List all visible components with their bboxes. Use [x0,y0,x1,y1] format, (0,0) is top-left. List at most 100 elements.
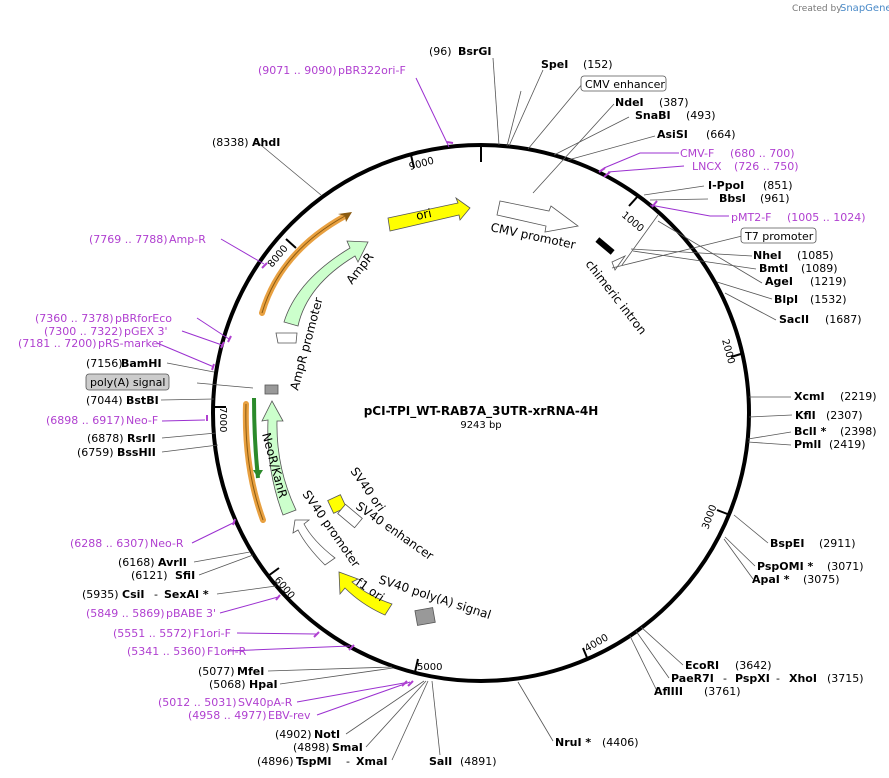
bamhi-name: BamHI [121,357,162,370]
tick-3000: 3000 [700,503,719,531]
polya-signal-label: poly(A) signal [90,376,165,389]
amp-r-range: (7769 .. 7788) [89,233,168,246]
ori-arrow [387,196,471,232]
bmti-pos: (1089) [801,262,838,275]
snabi-name: SnaBI [635,109,671,122]
created-by-text: Created by [792,4,842,14]
sacii-name: SacII [779,313,809,326]
noti-pos: (4902) [275,728,312,741]
bcli-name: BclI * [794,425,827,438]
pbrforeco-range: (7360 .. 7378) [35,312,114,325]
mfei-pos: (5077) [198,665,235,678]
spei-name: SpeI [541,58,568,71]
neo-r-range: (6288 .. 6307) [70,537,149,550]
ndei-pos: (387) [659,96,689,109]
bamhi-pos: (7156) [86,357,123,370]
f1ori-r-range: (5341 .. 5360) [127,645,206,658]
amp-orange-core [261,215,346,314]
intron-block [595,237,615,255]
neo-green-arrowhead [253,470,263,478]
bstbi-pos: (7044) [86,394,123,407]
spei-pos: (152) [583,58,613,71]
lncx-name: LNCX [692,160,722,173]
ebv-rev-name: EBV-rev [268,709,311,722]
ecori-name: EcoRI [685,659,719,672]
tick-marks [213,145,745,673]
apai-name: ApaI * [752,573,790,586]
ecori-pos: (3642) [735,659,772,672]
hpai-name: HpaI [249,678,278,691]
tspmi-name: TspMI [296,755,332,768]
bbsi-name: BbsI [719,192,746,205]
blpi-pos: (1532) [810,293,847,306]
paer7i-pos: (3715) [827,672,864,685]
site-leader-lines [160,57,793,761]
cmv-enhancer-label: CMV enhancer [585,78,665,91]
bsrgi-pos: (96) [429,45,452,58]
pbabe3-range: (5849 .. 5869) [86,607,165,620]
apai-pos: (3075) [803,573,840,586]
csii-sep: - [154,588,158,601]
sv40pa-r-range: (5012 .. 5031) [158,696,237,709]
bsshii-pos: (6759) [77,446,114,459]
cmv-promoter-arrow [496,200,579,233]
bspei-pos: (2911) [819,537,856,550]
pbr322ori-f-name: pBR322ori-F [338,64,406,77]
paer7i-sep1: - [723,672,727,685]
plasmid-name: pCI-TPI_WT-RAB7A_3UTR-xrRNA-4H [364,404,599,419]
primer-leader-lines [156,77,729,716]
xcmi-pos: (2219) [840,390,877,403]
ippoi-name: I-PpoI [708,179,744,192]
paer7i-name: PaeR7I [671,672,714,685]
t7-promoter-label: T7 promoter [744,230,814,243]
lncx-range: (726 .. 750) [734,160,799,173]
sexai-name: SexAI * [164,588,209,601]
bbsi-pos: (961) [760,192,790,205]
smai-pos: (4898) [293,741,330,754]
plasmid-size: 9243 bp [460,420,501,431]
avrii-pos: (6168) [118,556,155,569]
cmv-f-range: (680 .. 700) [730,147,795,160]
prs-marker-name: pRS-marker [98,337,163,350]
snapgene-logo: SnapGene [840,3,889,14]
afliii-pos: (3761) [704,685,741,698]
f1ori-f-name: F1ori-F [193,627,231,640]
sv40-polya-block [414,607,436,626]
cmv-enhancer-box [580,75,667,92]
neo-f-range: (6898 .. 6917) [46,414,125,427]
sv40-enhancer-block [337,503,363,529]
pgex3-name: pGEX 3' [124,325,168,338]
polya-signal-box [85,373,170,391]
bspei-name: BspEI [770,537,804,550]
sali-name: SalI [429,755,452,768]
pmli-name: PmlI [794,438,821,451]
neo-r-name: Neo-R [150,537,184,550]
polya-feature [264,384,279,395]
bsrgi-name: BsrGI [458,45,491,58]
f1ori-f-range: (5551 .. 5572) [113,627,192,640]
sfii-pos: (6121) [131,569,168,582]
pgex3-range: (7300 .. 7322) [44,325,123,338]
noti-name: NotI [314,728,340,741]
bstbi-name: BstBI [126,394,159,407]
pmt2-f-range: (1005 .. 1024) [787,211,866,224]
ndei-name: NdeI [615,96,644,109]
pbr322ori-f-range: (9071 .. 9090) [258,64,337,77]
tspmi-sep: - [346,755,350,768]
nrui-pos: (4406) [602,736,639,749]
blpi-name: BlpI [774,293,798,306]
ahdi-pos: (8338) [212,136,249,149]
tick-7000: 7000 [217,407,228,432]
afliii-name: AflIII [654,685,683,698]
tspmi-pos: (4896) [257,755,294,768]
snabi-pos: (493) [686,109,716,122]
csii-name: CsiI [122,588,144,601]
bmti-name: BmtI [759,262,788,275]
rsrii-name: RsrII [127,432,156,445]
hpai-pos: (5068) [209,678,246,691]
sv40-enhancer-label: SV40 enhancer [353,499,436,563]
paer7i-sep2: - [776,672,780,685]
tick-2000: 2000 [719,338,736,365]
ampr-promoter-arrow [275,332,298,344]
